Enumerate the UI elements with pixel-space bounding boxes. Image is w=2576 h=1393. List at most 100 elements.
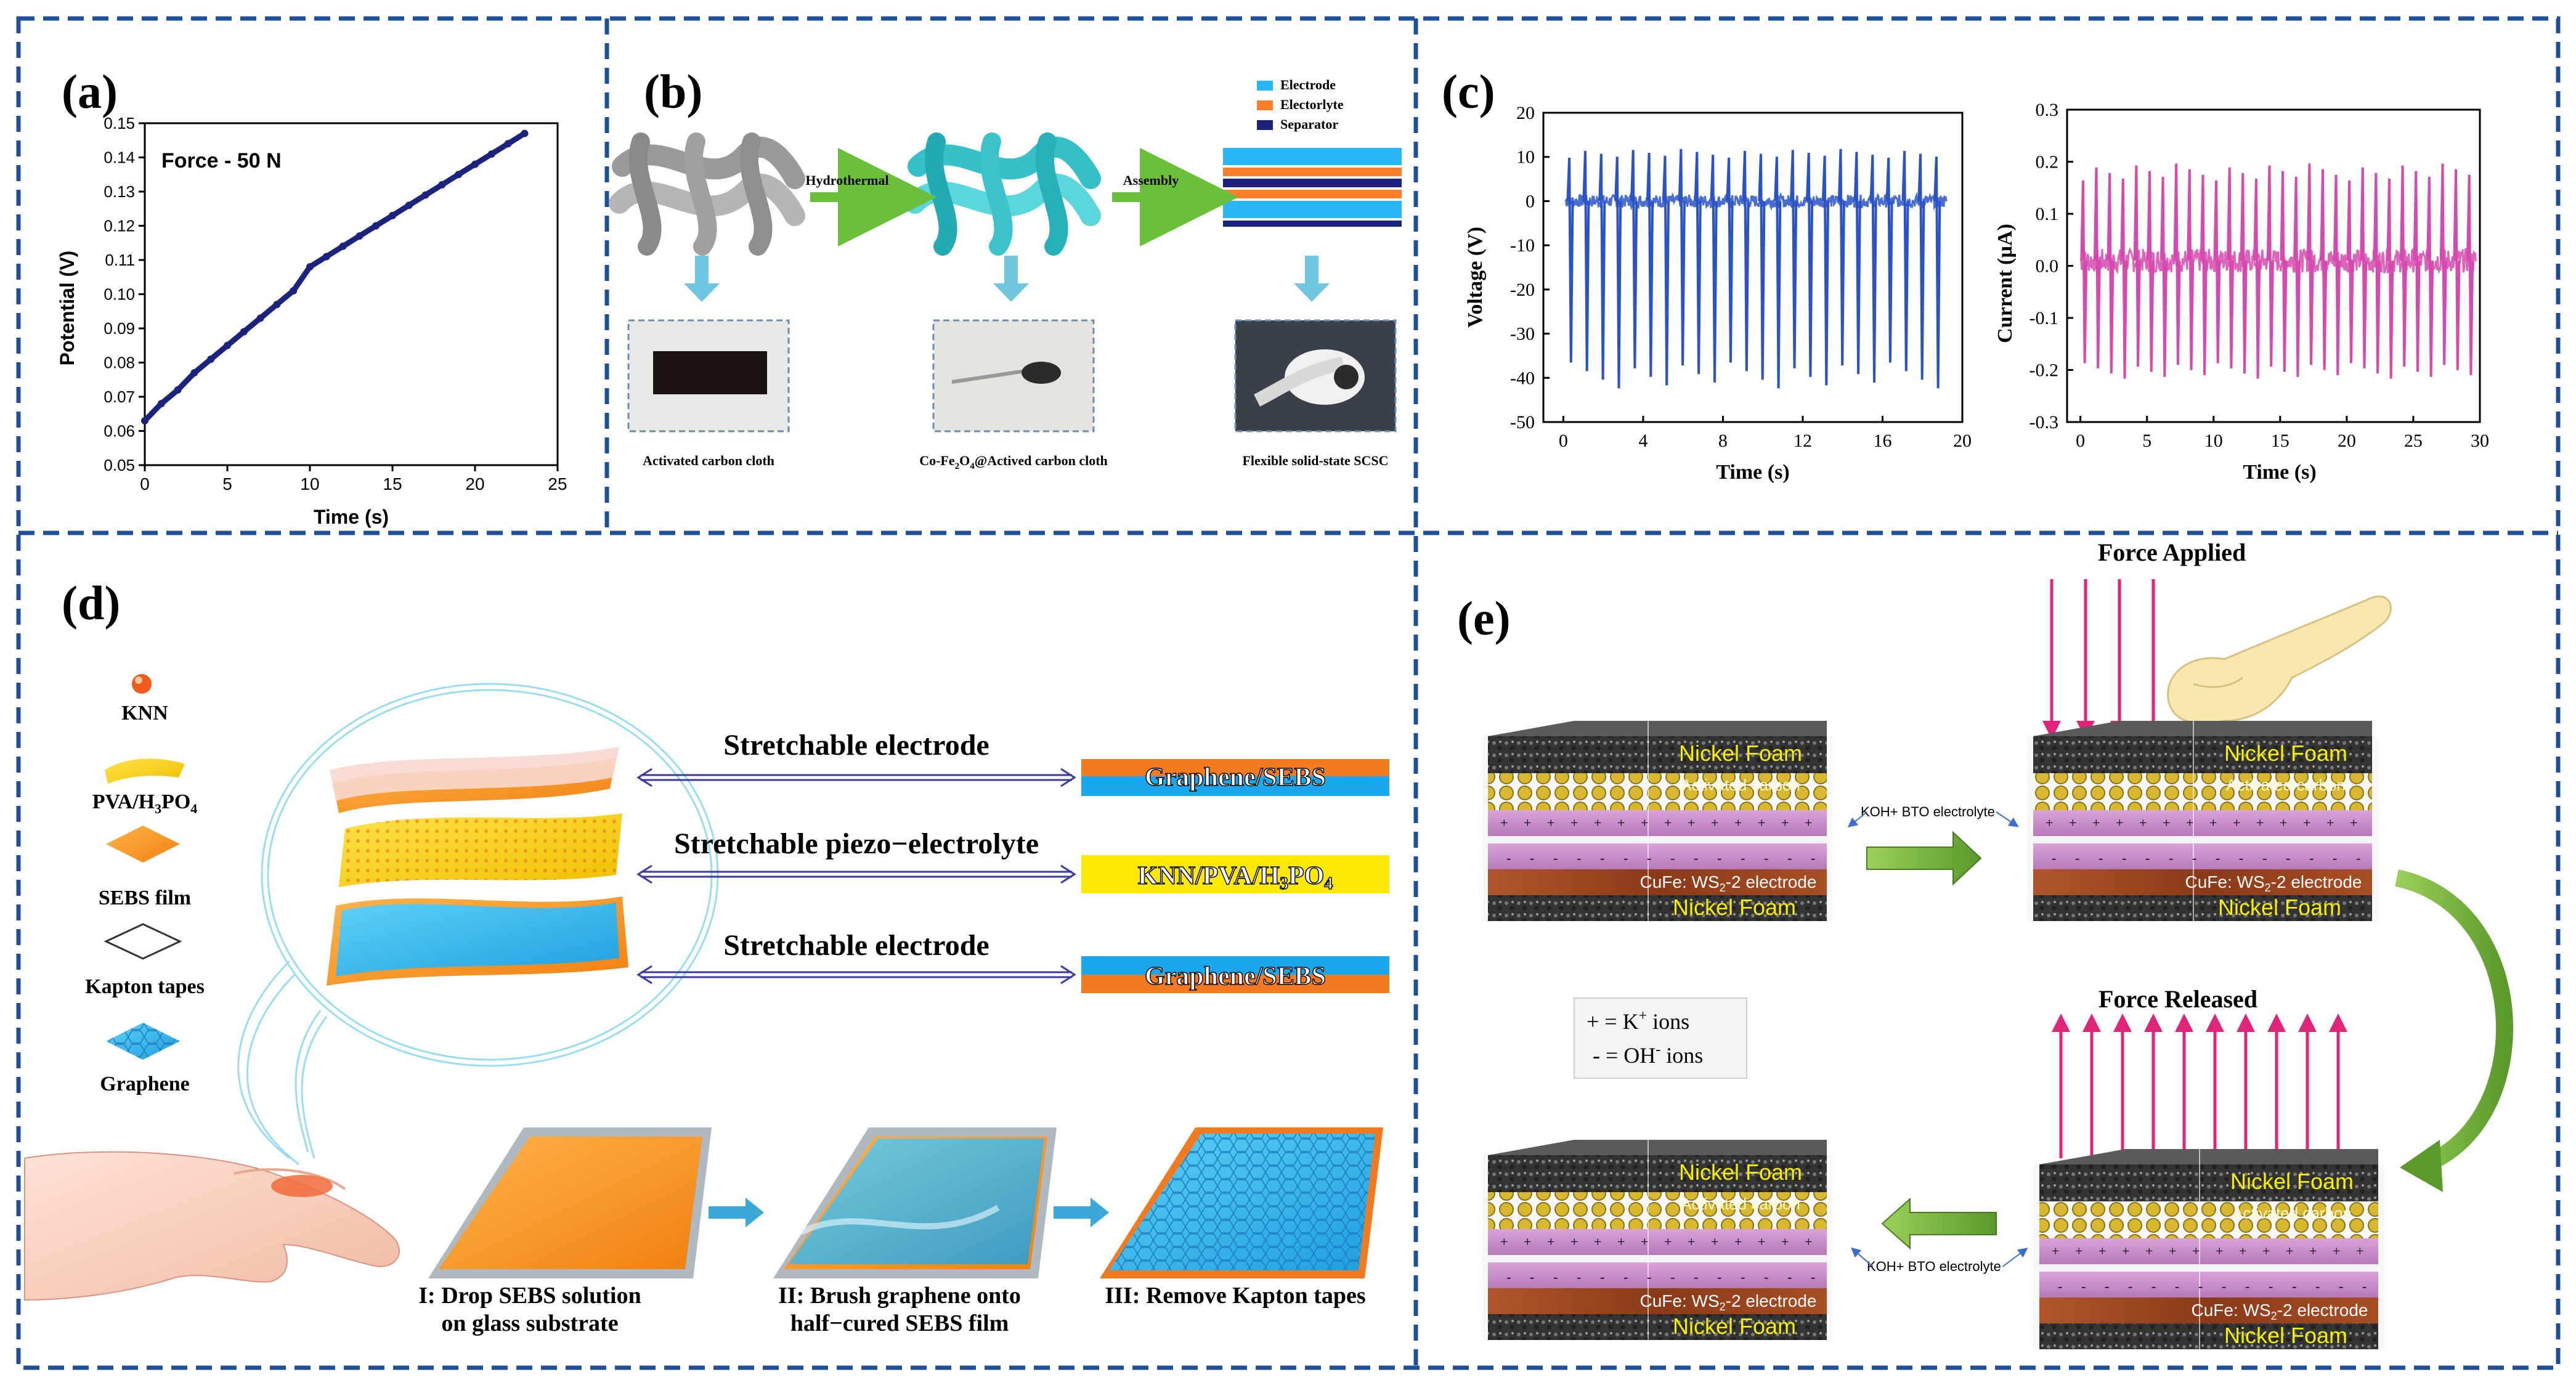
ion-plus: +	[2233, 815, 2240, 831]
ion-minus: -	[2052, 850, 2056, 866]
chart-a-ytick-label: 0.05	[104, 456, 135, 474]
chartC2-pulse	[2426, 176, 2434, 377]
ion-plus: +	[2139, 815, 2147, 831]
legend-b-label: Electrode	[1280, 77, 1336, 92]
legend-d-label-text: Kapton tapes	[85, 975, 205, 998]
ion-minus: -	[2105, 1278, 2109, 1294]
ion-minus: -	[1647, 1269, 1651, 1285]
ion-plus: +	[2326, 815, 2334, 831]
ion-plus: +	[1758, 1234, 1765, 1249]
nickel-foam-top	[2033, 736, 2372, 773]
legend-b-label: Electorlyte	[1280, 97, 1344, 112]
ion-plus: +	[1664, 815, 1672, 831]
chartC2-noise	[2079, 247, 2477, 275]
ion-minus: -	[2315, 1278, 2320, 1294]
device-stack-4: +-+-+-+-+-+-+-+-+-+-+-+-+-+-Nickel FoamA…	[2033, 1149, 2384, 1349]
ion-plus: +	[1688, 1234, 1695, 1249]
force-applied-label: Force Applied	[2098, 538, 2246, 566]
chart-a-point	[405, 201, 413, 209]
panel-b-label: (b)	[644, 65, 702, 118]
chart-a-point	[521, 129, 529, 137]
chart-a-point	[290, 286, 298, 294]
legend-d-label: Kapton tapes	[85, 975, 205, 998]
electrolyte-label-top: KOH+ BTO electrolyte	[1861, 804, 1995, 819]
chartC1-ytick-label: 10	[1516, 147, 1535, 168]
ion-plus: +	[1617, 1234, 1625, 1249]
chartC1-pulse	[1869, 155, 1877, 383]
chart-a-ytick-label: 0.08	[104, 354, 135, 372]
ion-plus: +	[1781, 1234, 1789, 1249]
force-released-label: Force Released	[2099, 985, 2257, 1013]
ion-plus: +	[2356, 1243, 2363, 1259]
cufe-sub: 2	[1720, 1301, 1726, 1313]
chart-a-series-line	[142, 131, 527, 424]
chart-a-point	[438, 181, 446, 189]
chartC2-pulse	[2439, 163, 2447, 365]
nickel-foam-bottom-label: Nickel Foam	[2218, 895, 2341, 920]
cufe-pre: CuFe: WS	[1639, 1291, 1719, 1310]
chartC2-pulse	[2386, 178, 2394, 379]
ion-plus: +	[2286, 1243, 2293, 1259]
chart-a-point	[421, 191, 429, 199]
chartC2-pulse	[2147, 171, 2155, 372]
chart-a-ytick-label: 0.06	[104, 422, 135, 441]
chartC2-xtick-label: 30	[2471, 431, 2489, 451]
chartC2-pulse	[2333, 174, 2341, 376]
chart-a-xlabel: Time (s)	[314, 506, 389, 528]
chartC2-pulse	[2120, 178, 2128, 379]
arrow-label-assembly: Assembly	[1123, 173, 1179, 188]
ion-plus: +	[1570, 1234, 1578, 1249]
chartC1-xtick-label: 12	[1794, 431, 1812, 451]
chartC2-pulse	[2107, 173, 2115, 374]
ion-minus: -	[2269, 1278, 2273, 1294]
chartC1-pulse	[1933, 156, 1941, 389]
chart-a-xtick-label: 0	[140, 474, 150, 493]
electrolyte-lower	[1488, 843, 1827, 869]
chartC1-pulse	[1790, 150, 1798, 368]
chartC2-pulse	[2266, 165, 2274, 367]
cufe-electrode-label: CuFe: WS2-2 electrode	[1639, 872, 1816, 894]
ion-minus: -	[2122, 850, 2126, 866]
ion-plus: +	[2309, 1243, 2317, 1259]
chart-a-ytick-label: 0.15	[104, 114, 135, 132]
step-1-line1: I: Drop SEBS solution	[418, 1283, 641, 1309]
chartC2-pulse	[2413, 171, 2421, 372]
chartC1-pulse	[1630, 150, 1638, 368]
nickel-foam-bottom-label: Nickel Foam	[1673, 1314, 1796, 1339]
ion-plus: +	[2192, 1243, 2200, 1259]
ion-minus: -	[2362, 1278, 2367, 1294]
photo-flexible-device	[1234, 319, 1397, 433]
chartC2-xtick-label: 5	[2142, 431, 2151, 451]
stack-top-face	[2033, 721, 2372, 736]
finger-icon	[2167, 595, 2392, 725]
cufe-electrode-layer	[1488, 869, 1827, 895]
ion-plus: +	[1805, 815, 1812, 831]
ion-minus: -	[2245, 1278, 2249, 1294]
chartC1-ytick-label: -20	[1510, 280, 1535, 300]
activated-carbon-layer	[1488, 773, 1827, 810]
ion-minus: -	[1530, 850, 1534, 866]
chartC1-ytick-label: -50	[1510, 412, 1535, 433]
chartC2-ytick-label: 0.3	[2036, 100, 2059, 120]
ion-plus: +	[1734, 1234, 1742, 1249]
press-arrows	[2042, 579, 2163, 739]
ion-plus: +	[2069, 815, 2076, 831]
stack-top-face	[1488, 721, 1827, 736]
caption-activated-carbon: Activated carbon cloth	[643, 453, 774, 468]
nickel-foam-bottom-label: Nickel Foam	[1673, 895, 1796, 920]
chartC1-pulse	[1614, 156, 1622, 389]
ion-minus: -	[1647, 850, 1651, 866]
chartC2-pulse	[2080, 180, 2088, 363]
layer-middle-piezo	[339, 813, 622, 887]
hand-illustration	[24, 1151, 400, 1301]
legend-d-label-rest: PO	[161, 790, 190, 813]
chart-c-voltage-xlabel: Time (s)	[1716, 461, 1789, 484]
electrolyte-pointers	[1847, 811, 2028, 1267]
cufe-post: -2 electrode	[2277, 1301, 2368, 1320]
chart-a-xtick-label: 15	[383, 474, 402, 493]
chartC1-noise	[1564, 191, 1948, 211]
